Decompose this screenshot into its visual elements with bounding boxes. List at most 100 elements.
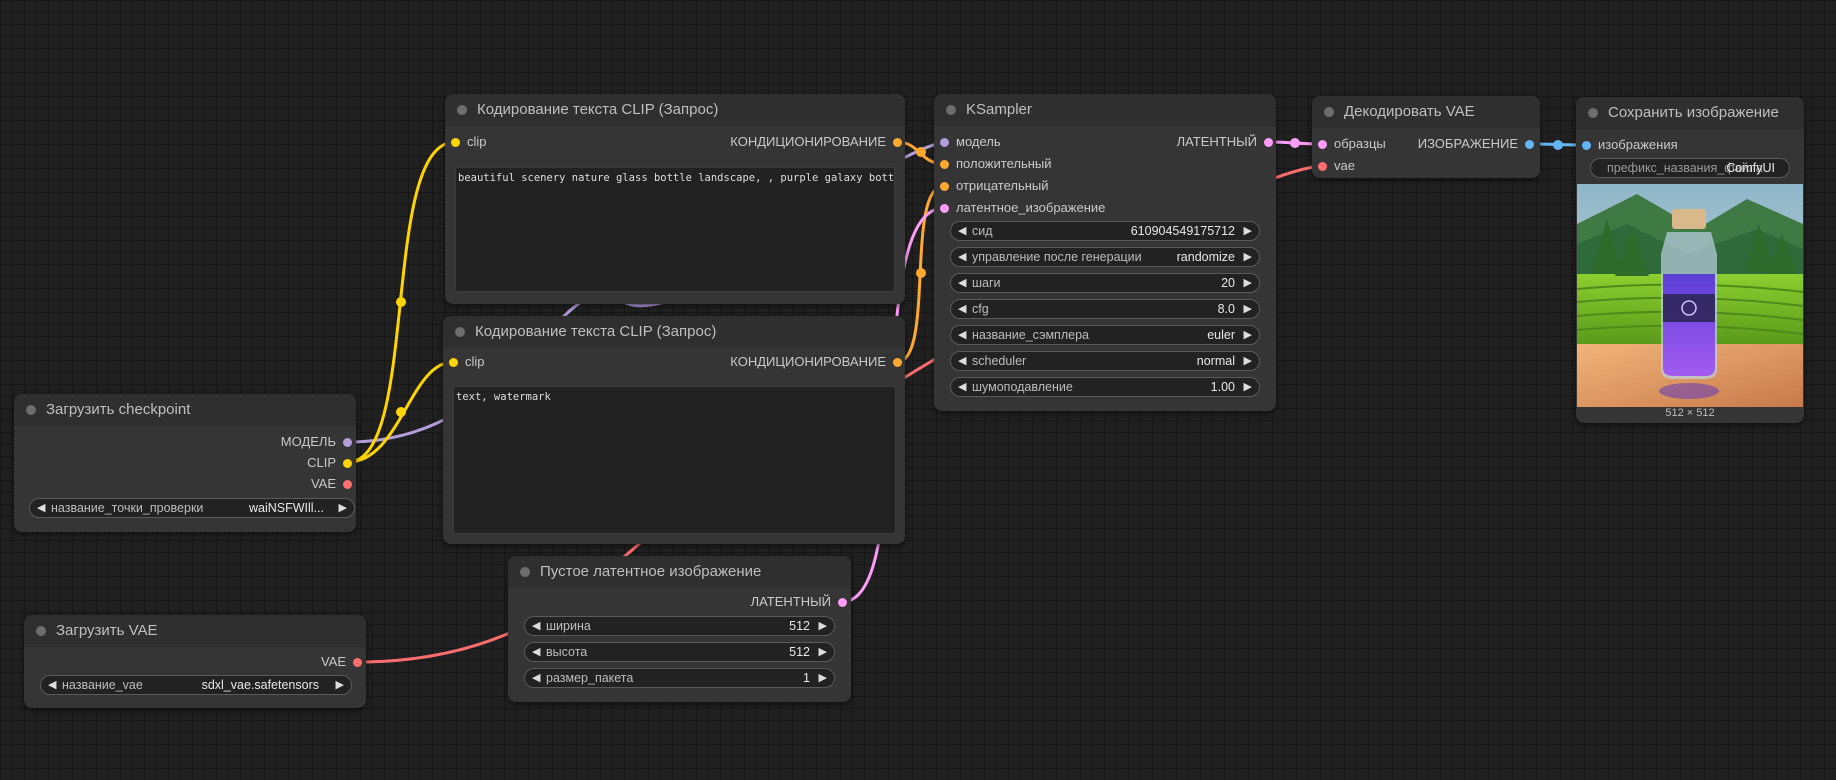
collapse-dot-icon[interactable] xyxy=(457,105,467,115)
widget-seed[interactable]: ◀ сид 610904549175712 ▶ xyxy=(950,221,1260,241)
node-title[interactable]: Кодирование текста CLIP (Запрос) xyxy=(445,94,905,126)
node-title[interactable]: Загрузить VAE xyxy=(24,615,366,647)
generated-image-preview[interactable] xyxy=(1577,184,1803,407)
arrow-left-icon[interactable]: ◀ xyxy=(532,672,541,684)
node-clip-text-encode-negative[interactable]: Кодирование текста CLIP (Запрос) clip КО… xyxy=(443,316,905,544)
arrow-left-icon[interactable]: ◀ xyxy=(958,225,967,237)
clip-socket-icon[interactable] xyxy=(343,459,352,468)
arrow-left-icon[interactable]: ◀ xyxy=(958,251,967,263)
input-slot-latent[interactable]: латентное_изображение xyxy=(940,200,1105,216)
conditioning-socket-icon[interactable] xyxy=(940,160,949,169)
input-slot-images[interactable]: изображения xyxy=(1582,137,1678,153)
input-slot-positive[interactable]: положительный xyxy=(940,156,1052,172)
latent-socket-icon[interactable] xyxy=(940,204,949,213)
output-slot-conditioning[interactable]: КОНДИЦИОНИРОВАНИЕ xyxy=(730,354,902,370)
node-title[interactable]: Кодирование текста CLIP (Запрос) xyxy=(443,316,905,348)
collapse-dot-icon[interactable] xyxy=(1324,107,1334,117)
arrow-left-icon[interactable]: ◀ xyxy=(48,679,57,691)
arrow-left-icon[interactable]: ◀ xyxy=(37,502,46,514)
node-ksampler[interactable]: KSampler модель положительный отрицатель… xyxy=(934,94,1276,411)
vae-socket-icon[interactable] xyxy=(1318,162,1327,171)
widget-cfg[interactable]: ◀ cfg 8.0 ▶ xyxy=(950,299,1260,319)
input-slot-samples[interactable]: образцы xyxy=(1318,136,1386,152)
prompt-textarea[interactable]: text, watermark xyxy=(453,386,896,534)
widget-height[interactable]: ◀ высота 512 ▶ xyxy=(524,642,835,662)
widget-control-after-generate[interactable]: ◀ управление после генерации randomize ▶ xyxy=(950,247,1260,267)
image-socket-icon[interactable] xyxy=(1582,141,1591,150)
input-slot-vae[interactable]: vae xyxy=(1318,158,1355,174)
output-slot-conditioning[interactable]: КОНДИЦИОНИРОВАНИЕ xyxy=(730,134,902,150)
node-empty-latent-image[interactable]: Пустое латентное изображение ЛАТЕНТНЫЙ ◀… xyxy=(508,556,851,702)
output-slot-latent[interactable]: ЛАТЕНТНЫЙ xyxy=(1177,134,1273,150)
collapse-dot-icon[interactable] xyxy=(520,567,530,577)
widget-checkpoint-name[interactable]: ◀ название_точки_проверки waiNSFWIll... … xyxy=(29,498,355,518)
node-title[interactable]: KSampler xyxy=(934,94,1276,126)
prompt-textarea[interactable]: beautiful scenery nature glass bottle la… xyxy=(455,167,895,292)
widget-sampler-name[interactable]: ◀ название_сэмплера euler ▶ xyxy=(950,325,1260,345)
arrow-left-icon[interactable]: ◀ xyxy=(958,303,967,315)
node-load-checkpoint[interactable]: Загрузить checkpoint МОДЕЛЬ CLIP VAE ◀ н… xyxy=(14,394,356,532)
widget-vae-name[interactable]: ◀ название_vae sdxl_vae.safetensors ▶ xyxy=(40,675,352,695)
model-socket-icon[interactable] xyxy=(940,138,949,147)
clip-socket-icon[interactable] xyxy=(451,138,460,147)
arrow-left-icon[interactable]: ◀ xyxy=(958,277,967,289)
input-slot-model[interactable]: модель xyxy=(940,134,1001,150)
arrow-right-icon[interactable]: ▶ xyxy=(1243,225,1252,237)
output-slot-clip[interactable]: CLIP xyxy=(307,455,352,471)
collapse-dot-icon[interactable] xyxy=(946,105,956,115)
node-vae-decode[interactable]: Декодировать VAE образцы vae ИЗОБРАЖЕНИЕ xyxy=(1312,96,1540,178)
arrow-right-icon[interactable]: ▶ xyxy=(1243,329,1252,341)
arrow-right-icon[interactable]: ▶ xyxy=(1243,381,1252,393)
vae-socket-icon[interactable] xyxy=(343,480,352,489)
arrow-left-icon[interactable]: ◀ xyxy=(958,329,967,341)
widget-batch-size[interactable]: ◀ размер_пакета 1 ▶ xyxy=(524,668,835,688)
output-slot-image[interactable]: ИЗОБРАЖЕНИЕ xyxy=(1418,136,1534,152)
input-slot-negative[interactable]: отрицательный xyxy=(940,178,1049,194)
node-clip-text-encode-positive[interactable]: Кодирование текста CLIP (Запрос) clip КО… xyxy=(445,94,905,304)
arrow-right-icon[interactable]: ▶ xyxy=(1243,251,1252,263)
latent-socket-icon[interactable] xyxy=(1318,140,1327,149)
arrow-right-icon[interactable]: ▶ xyxy=(818,646,827,658)
arrow-right-icon[interactable]: ▶ xyxy=(818,620,827,632)
node-load-vae[interactable]: Загрузить VAE VAE ◀ название_vae sdxl_va… xyxy=(24,615,366,708)
model-socket-icon[interactable] xyxy=(343,438,352,447)
output-slot-latent[interactable]: ЛАТЕНТНЫЙ xyxy=(751,594,847,610)
conditioning-socket-icon[interactable] xyxy=(940,182,949,191)
output-slot-model[interactable]: МОДЕЛЬ xyxy=(281,434,352,450)
collapse-dot-icon[interactable] xyxy=(26,405,36,415)
latent-socket-icon[interactable] xyxy=(838,598,847,607)
arrow-right-icon[interactable]: ▶ xyxy=(1243,277,1252,289)
arrow-right-icon[interactable]: ▶ xyxy=(818,672,827,684)
arrow-left-icon[interactable]: ◀ xyxy=(532,620,541,632)
widget-width[interactable]: ◀ ширина 512 ▶ xyxy=(524,616,835,636)
widget-filename-prefix[interactable]: префикс_названия_файла ComfyUI xyxy=(1590,158,1790,178)
widget-scheduler[interactable]: ◀ scheduler normal ▶ xyxy=(950,351,1260,371)
widget-steps[interactable]: ◀ шаги 20 ▶ xyxy=(950,273,1260,293)
collapse-dot-icon[interactable] xyxy=(455,327,465,337)
conditioning-socket-icon[interactable] xyxy=(893,358,902,367)
arrow-left-icon[interactable]: ◀ xyxy=(958,355,967,367)
clip-socket-icon[interactable] xyxy=(449,358,458,367)
arrow-right-icon[interactable]: ▶ xyxy=(1243,355,1252,367)
output-slot-vae[interactable]: VAE xyxy=(321,654,362,670)
latent-socket-icon[interactable] xyxy=(1264,138,1273,147)
conditioning-socket-icon[interactable] xyxy=(893,138,902,147)
node-save-image[interactable]: Сохранить изображение изображения префик… xyxy=(1576,97,1804,423)
node-title[interactable]: Декодировать VAE xyxy=(1312,96,1540,128)
output-slot-vae[interactable]: VAE xyxy=(311,476,352,492)
collapse-dot-icon[interactable] xyxy=(36,626,46,636)
input-slot-clip[interactable]: clip xyxy=(449,354,485,370)
vae-socket-icon[interactable] xyxy=(353,658,362,667)
arrow-left-icon[interactable]: ◀ xyxy=(958,381,967,393)
arrow-left-icon[interactable]: ◀ xyxy=(532,646,541,658)
arrow-right-icon[interactable]: ▶ xyxy=(335,679,344,691)
arrow-right-icon[interactable]: ▶ xyxy=(1243,303,1252,315)
collapse-dot-icon[interactable] xyxy=(1588,108,1598,118)
input-slot-clip[interactable]: clip xyxy=(451,134,487,150)
node-title[interactable]: Пустое латентное изображение xyxy=(508,556,851,588)
node-title[interactable]: Сохранить изображение xyxy=(1576,97,1804,129)
node-title[interactable]: Загрузить checkpoint xyxy=(14,394,356,426)
image-socket-icon[interactable] xyxy=(1525,140,1534,149)
widget-denoise[interactable]: ◀ шумоподавление 1.00 ▶ xyxy=(950,377,1260,397)
arrow-right-icon[interactable]: ▶ xyxy=(338,502,347,514)
